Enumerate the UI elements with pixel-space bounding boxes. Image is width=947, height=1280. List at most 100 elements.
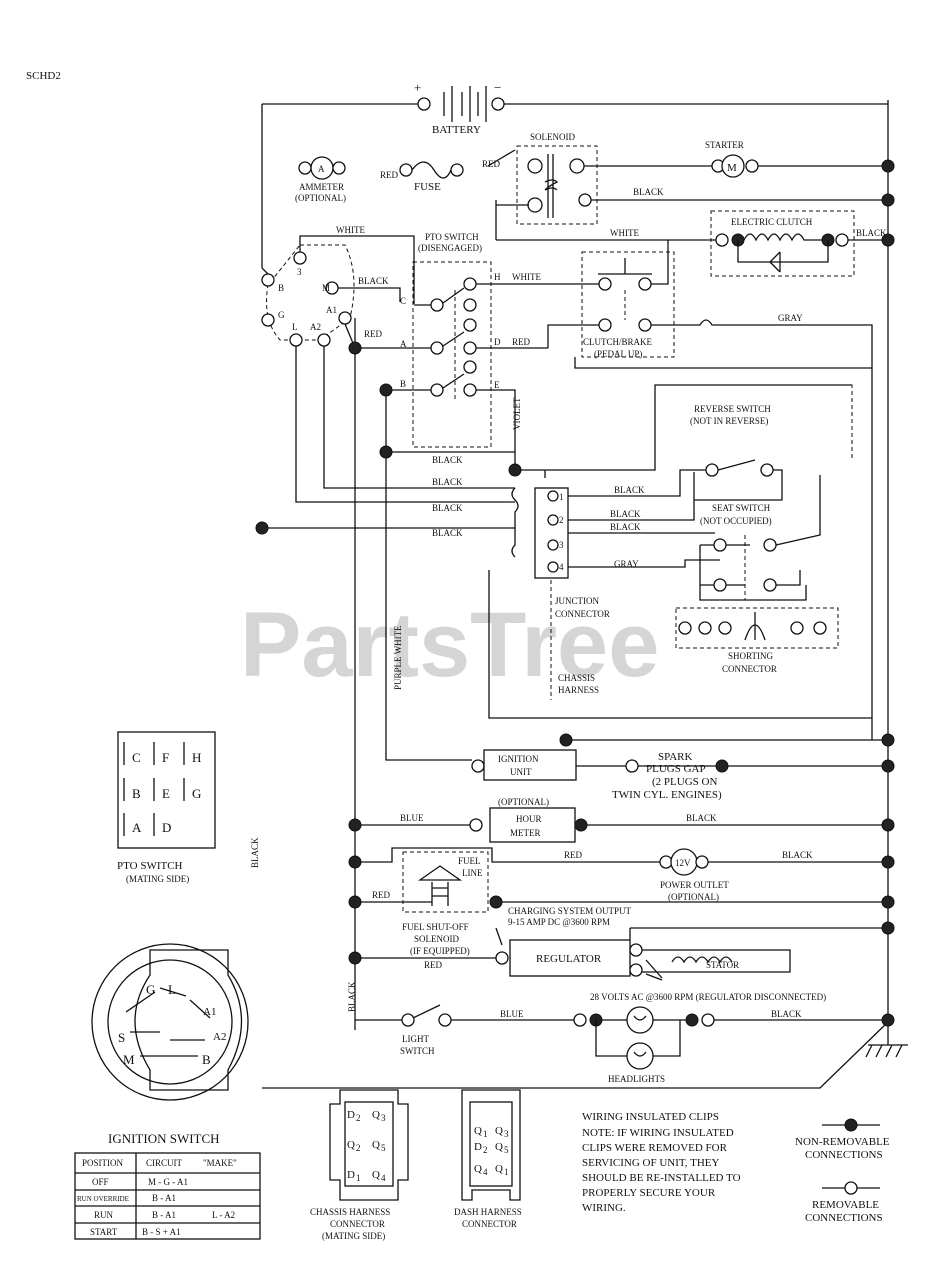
- violet-to-reverse: [515, 384, 852, 478]
- hour-l2: METER: [510, 828, 541, 838]
- svg-text:3: 3: [559, 540, 564, 550]
- fuel-l2: SOLENOID: [414, 934, 459, 944]
- svg-text:4: 4: [483, 1167, 488, 1177]
- black-run-3: [295, 346, 515, 503]
- svg-text:CIRCUIT: CIRCUIT: [146, 1158, 183, 1168]
- hour-meter: (OPTIONAL) HOUR METER BLUE BLACK: [355, 797, 888, 843]
- wire-black-1: BLACK: [432, 455, 463, 465]
- ammeter-label: AMMETER: [299, 182, 344, 192]
- svg-text:RUN OVERRIDE: RUN OVERRIDE: [77, 1195, 129, 1203]
- black-ign-m: [338, 287, 401, 302]
- removable-legend-dot: [844, 1181, 858, 1195]
- svg-text:1: 1: [483, 1129, 488, 1139]
- power-outlet: 12V POWER OUTLET (OPTIONAL) RED BLACK: [355, 847, 888, 902]
- pto-legend-sub: (MATING SIDE): [126, 874, 189, 884]
- svg-text:START: START: [90, 1227, 118, 1237]
- wire-black-4: BLACK: [432, 528, 463, 538]
- svg-text:2: 2: [356, 1143, 361, 1153]
- reverse-sub: (NOT IN REVERSE): [690, 416, 768, 426]
- wire-black-m: BLACK: [358, 276, 389, 286]
- svg-text:5: 5: [381, 1143, 386, 1153]
- outlet-l2: (OPTIONAL): [668, 892, 719, 902]
- pto-legend: C F H B E G A D PTO SWITCH (MATING SIDE): [117, 731, 216, 884]
- svg-text:1: 1: [559, 492, 564, 502]
- shorting-label: SHORTING: [728, 651, 773, 661]
- watermark: PartsTree: [240, 594, 659, 696]
- svg-text:A2: A2: [213, 1031, 226, 1043]
- svg-text:Q: Q: [372, 1109, 380, 1121]
- hour-l1: HOUR: [516, 814, 542, 824]
- seat-label: SEAT SWITCH: [712, 503, 771, 513]
- clutch-black: BLACK: [856, 228, 887, 238]
- fuse-red: RED: [380, 170, 399, 180]
- black-run-4: [261, 267, 515, 529]
- side-code: BLACK: [250, 837, 260, 868]
- solenoid-label: SOLENOID: [530, 132, 575, 142]
- svg-text:A: A: [132, 820, 142, 835]
- svg-text:WIRING INSULATED CLIPS: WIRING INSULATED CLIPS: [582, 1111, 719, 1123]
- svg-text:2: 2: [356, 1113, 361, 1123]
- svg-text:D: D: [347, 1109, 355, 1121]
- ignition-terminal-ring: 3 B G A1 L A2 M: [261, 244, 355, 347]
- nonremovable-dots: [255, 159, 895, 1027]
- svg-text:M - G - A1: M - G - A1: [148, 1177, 188, 1187]
- svg-text:A: A: [400, 339, 407, 349]
- svg-text:G: G: [146, 982, 155, 997]
- svg-text:D: D: [347, 1169, 355, 1181]
- chassis-conn-l1: CHASSIS HARNESS: [310, 1207, 390, 1217]
- starter-label: STARTER: [705, 140, 744, 150]
- wire-violet: VIOLET: [512, 397, 522, 430]
- stator: STATOR 28 VOLTS AC @3600 RPM (REGULATOR …: [590, 949, 826, 1002]
- svg-text:L: L: [292, 322, 298, 332]
- spark-l1: SPARK: [658, 751, 693, 763]
- electric-clutch: ELECTRIC CLUTCH BLACK: [496, 210, 888, 277]
- light-switch: LIGHT SWITCH BLUE BLACK: [347, 981, 580, 1056]
- starter-m: M: [727, 162, 737, 174]
- fuel-line: LINE: [462, 868, 483, 878]
- svg-text:A1: A1: [326, 305, 337, 315]
- wire-black-seat1: BLACK: [610, 509, 641, 519]
- svg-text:REMOVABLE: REMOVABLE: [812, 1199, 879, 1211]
- ammeter-a: A: [318, 164, 325, 174]
- svg-text:L - A2: L - A2: [212, 1210, 235, 1220]
- svg-text:A2: A2: [310, 322, 321, 332]
- svg-text:1: 1: [356, 1173, 361, 1183]
- clutch-brake-to-clutch: [651, 240, 669, 285]
- spark-l4: TWIN CYL. ENGINES): [612, 789, 722, 801]
- ammeter: A AMMETER (OPTIONAL): [295, 156, 346, 203]
- junction-label: JUNCTION: [555, 596, 599, 606]
- ignition-switch-title: IGNITION SWITCH: [108, 1131, 220, 1146]
- svg-text:H: H: [192, 750, 201, 765]
- svg-text:B - S + A1: B - S + A1: [142, 1227, 181, 1237]
- fuel-solenoid: FUEL LINE RED FUEL SHUT-OFF SOLENOID (IF…: [355, 851, 489, 956]
- light-l2: SWITCH: [400, 1046, 435, 1056]
- junction-clips: [511, 487, 519, 558]
- svg-text:5: 5: [504, 1145, 509, 1155]
- wire-black-rev: BLACK: [614, 485, 645, 495]
- svg-text:CLIPS WERE REMOVED FOR: CLIPS WERE REMOVED FOR: [582, 1142, 728, 1154]
- ignition-unit-label: IGNITION: [498, 754, 539, 764]
- wire-blue-hour: BLUE: [400, 813, 424, 823]
- bottom-ground-run: [262, 1021, 889, 1089]
- svg-text:2: 2: [559, 515, 564, 525]
- wire-red-fuel: RED: [372, 890, 391, 900]
- svg-text:C: C: [400, 296, 406, 306]
- dash-conn-l1: DASH HARNESS: [454, 1207, 522, 1217]
- svg-text:Q: Q: [474, 1125, 482, 1137]
- shorting-label2: CONNECTOR: [722, 664, 777, 674]
- wire-white-top: WHITE: [610, 228, 639, 238]
- shorting-connector: SHORTING CONNECTOR: [675, 607, 839, 674]
- svg-text:D: D: [494, 337, 501, 347]
- regulator: CHARGING SYSTEM OUTPUT 9-15 AMP DC @3600…: [355, 906, 888, 977]
- svg-text:1: 1: [504, 1167, 509, 1177]
- svg-text:D: D: [162, 820, 171, 835]
- reverse-switch: REVERSE SWITCH (NOT IN REVERSE): [690, 404, 783, 501]
- pto-e-violet: [476, 389, 516, 470]
- wire-black-seat2: BLACK: [610, 522, 641, 532]
- pto-switch: PTO SWITCH (DISENGAGED) C H A D B E: [400, 232, 501, 448]
- svg-text:M: M: [322, 283, 330, 293]
- svg-text:M: M: [123, 1052, 135, 1067]
- ignition-unit-label2: UNIT: [510, 767, 532, 777]
- svg-text:Q: Q: [495, 1141, 503, 1153]
